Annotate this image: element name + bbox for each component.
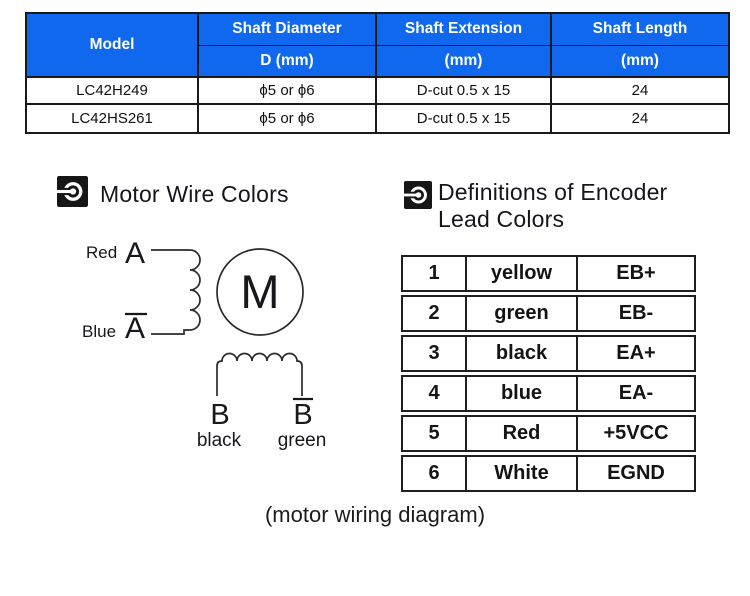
spec-header-shaft-diameter: Shaft Diameter xyxy=(197,12,377,46)
encoder-lead-colors-title: Definitions of Encoder Lead Colors xyxy=(438,179,688,233)
encoder-title-line2: Lead Colors xyxy=(438,206,565,232)
encoder-row: 2 green EB- xyxy=(401,295,696,332)
spec-row: LC42HS261 ϕ5 or ϕ6 D-cut 0.5 x 15 24 xyxy=(25,103,730,134)
spec-row: LC42H249 ϕ5 or ϕ6 D-cut 0.5 x 15 24 xyxy=(25,76,730,105)
encoder-color: green xyxy=(467,295,578,332)
encoder-pin: 2 xyxy=(401,295,467,332)
phase-b-wire1-color-label: black xyxy=(197,430,242,451)
spec-cell-shaft-diameter: ϕ5 or ϕ6 xyxy=(197,76,377,105)
motor-symbol: M xyxy=(240,265,279,318)
phase-a-wire1-terminal: A xyxy=(125,237,145,270)
bullseye-icon xyxy=(57,176,88,207)
phase-b-wire2-terminal: B xyxy=(293,399,312,431)
phase-b-wire2-color-label: green xyxy=(278,430,327,451)
diagram-caption: (motor wiring diagram) xyxy=(264,502,486,527)
spec-cell-shaft-length: 24 xyxy=(550,76,730,105)
encoder-signal: EA- xyxy=(578,375,696,412)
encoder-row: 3 black EA+ xyxy=(401,335,696,372)
encoder-color: blue xyxy=(467,375,578,412)
encoder-signal: +5VCC xyxy=(578,415,696,452)
spec-header-shaft-length: Shaft Length xyxy=(550,12,730,46)
encoder-row: 5 Red +5VCC xyxy=(401,415,696,452)
encoder-row: 1 yellow EB+ xyxy=(401,255,696,292)
spec-cell-shaft-diameter: ϕ5 or ϕ6 xyxy=(197,103,377,134)
encoder-pin: 1 xyxy=(401,255,467,292)
spec-cell-model: LC42HS261 xyxy=(25,103,199,134)
spec-cell-shaft-extension: D-cut 0.5 x 15 xyxy=(375,76,552,105)
phase-b-wire1-terminal: B xyxy=(210,399,229,431)
spec-cell-model: LC42H249 xyxy=(25,76,199,105)
spec-header-shaft-diameter-unit: D (mm) xyxy=(197,44,377,78)
encoder-pin: 4 xyxy=(401,375,467,412)
encoder-row: 4 blue EA- xyxy=(401,375,696,412)
motor-wiring-diagram: Red A Blue A M B B black green xyxy=(82,237,327,451)
encoder-signal: EGND xyxy=(578,455,696,492)
encoder-signal: EB- xyxy=(578,295,696,332)
bullseye-icon xyxy=(404,181,432,209)
spec-header-model: Model xyxy=(25,12,199,78)
encoder-color: Red xyxy=(467,415,578,452)
encoder-signal: EB+ xyxy=(578,255,696,292)
motor-circle xyxy=(216,248,304,336)
phase-a-wire1-color-label: Red xyxy=(86,243,117,262)
spec-header-shaft-extension-unit: (mm) xyxy=(375,44,552,78)
motor-wire-colors-title: Motor Wire Colors xyxy=(100,181,289,207)
encoder-pin: 6 xyxy=(401,455,467,492)
encoder-pin: 3 xyxy=(401,335,467,372)
encoder-color: black xyxy=(467,335,578,372)
spec-header-shaft-extension: Shaft Extension xyxy=(375,12,552,46)
encoder-color: White xyxy=(467,455,578,492)
spec-cell-shaft-extension: D-cut 0.5 x 15 xyxy=(375,103,552,134)
spec-header-shaft-length-unit: (mm) xyxy=(550,44,730,78)
spec-cell-shaft-length: 24 xyxy=(550,103,730,134)
encoder-signal: EA+ xyxy=(578,335,696,372)
encoder-title-line1: Definitions of Encoder xyxy=(438,179,668,205)
phase-a-coil xyxy=(189,249,201,331)
encoder-table: 1 yellow EB+ 2 green EB- 3 black EA+ 4 b… xyxy=(401,252,696,495)
phase-b-coil xyxy=(216,352,303,396)
phase-a-wire2 xyxy=(151,329,190,335)
encoder-row: 6 White EGND xyxy=(401,455,696,492)
encoder-color: yellow xyxy=(467,255,578,292)
spec-table-container: Model Shaft Diameter Shaft Extension Sha… xyxy=(25,12,730,134)
phase-a-wire2-color-label: Blue xyxy=(82,322,116,341)
encoder-table-container: 1 yellow EB+ 2 green EB- 3 black EA+ 4 b… xyxy=(401,252,696,495)
phase-a-wire2-terminal: A xyxy=(125,312,145,345)
encoder-pin: 5 xyxy=(401,415,467,452)
spec-table: Model Shaft Diameter Shaft Extension Sha… xyxy=(25,12,730,134)
